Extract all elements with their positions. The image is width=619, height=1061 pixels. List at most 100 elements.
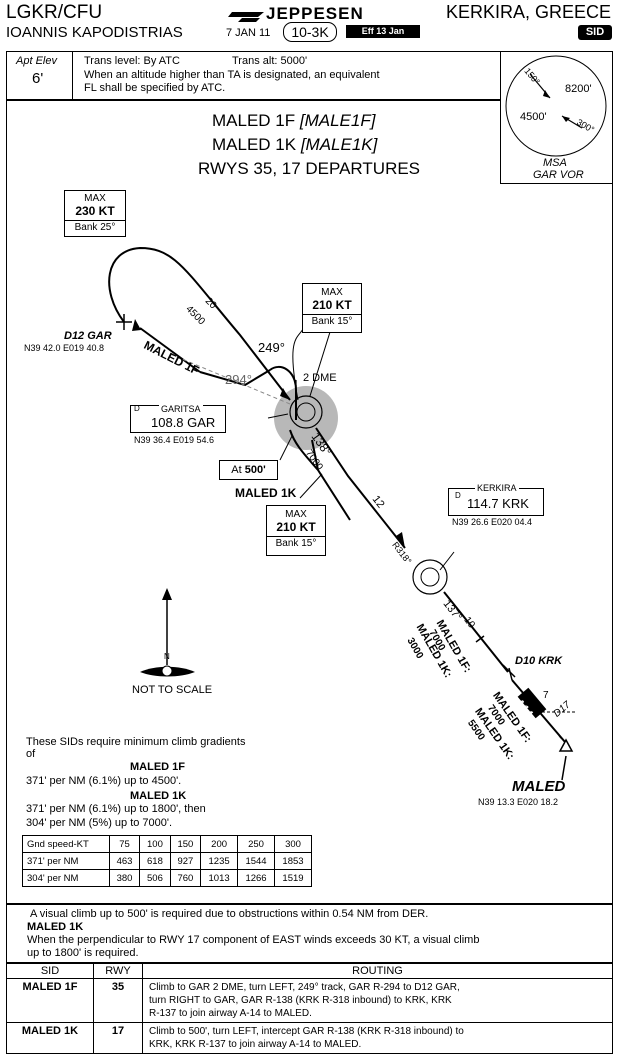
airport-name: IOANNIS KAPODISTRIAS xyxy=(6,24,183,41)
maled-fix-label: MALED xyxy=(512,778,566,795)
max-230-speed: 230 KT xyxy=(75,204,115,218)
jeppesen-logo-swoosh xyxy=(228,12,264,22)
title-2-name: MALED 1K xyxy=(212,135,297,154)
garitsa-freq: 108.8 GAR xyxy=(151,415,216,430)
routing-row: MALED 1F 35 Climb to GAR 2 DME, turn LEF… xyxy=(6,978,613,1023)
routing-text: Climb to GAR 2 DME, turn LEFT, 249° trac… xyxy=(142,978,613,1023)
routing-header-sid: SID xyxy=(6,963,94,979)
table-cell: 760 xyxy=(169,869,202,887)
table-cell: 100 xyxy=(139,835,171,853)
climb-f-line: 371' per NM (6.1%) up to 4500'. xyxy=(26,775,182,787)
routing-sid: MALED 1F xyxy=(6,978,94,1023)
routing-header-row: SID RWY ROUTING xyxy=(6,963,613,979)
procedure-title-1: MALED 1F [MALE1F] xyxy=(212,111,375,131)
table-cell: 250 xyxy=(237,835,275,853)
notes-k-title: MALED 1K xyxy=(27,921,84,933)
trans-note-2: FL shall be specified by ATC. xyxy=(84,82,226,94)
max-210a-bank: Bank 15° xyxy=(303,314,361,327)
d10-krk-label: D10 KRK xyxy=(515,655,563,667)
gar-vor-halo xyxy=(274,386,338,450)
routing-rwy: 35 xyxy=(93,978,143,1023)
kerkira-d-letter: D xyxy=(455,491,461,500)
max-230-label: MAX xyxy=(84,193,106,204)
max-210a-speed: 210 KT xyxy=(312,298,352,312)
max-210b-label: MAX xyxy=(285,509,307,520)
max-210-box-b: MAX 210 KT Bank 15° xyxy=(266,505,326,556)
climb-f-title: MALED 1F xyxy=(130,761,185,773)
kerkira-freq: 114.7 KRK xyxy=(467,496,529,511)
table-cell: 927 xyxy=(169,852,202,870)
routing-line: Climb to 500', turn LEFT, intercept GAR … xyxy=(149,1026,464,1037)
garitsa-name: GARITSA xyxy=(159,404,203,414)
chart-number: 10-3K xyxy=(283,22,337,42)
at-500-value: 500' xyxy=(244,464,266,476)
title-2-code: [MALE1K] xyxy=(300,135,378,154)
trans-note-1: When an altitude higher than TA is desig… xyxy=(84,69,380,81)
routing-line: KRK, KRK R-137 to join airway A-14 to MA… xyxy=(149,1039,362,1050)
at-500-prefix: At xyxy=(231,464,242,476)
title-1-name: MALED 1F xyxy=(212,111,296,130)
table-cell: 1519 xyxy=(274,869,312,887)
climb-k-line-2: 304' per NM (5%) up to 7000'. xyxy=(26,817,173,829)
kerkira-coords: N39 26.6 E020 04.4 xyxy=(452,517,533,527)
routing-table: SID RWY ROUTING MALED 1F 35 Climb to GAR… xyxy=(6,963,613,1054)
radial-249: 249° xyxy=(258,340,285,355)
visual-climb-note: A visual climb up to 500' is required du… xyxy=(30,908,429,920)
route-drawing xyxy=(108,246,575,781)
effective-date: Eff 13 Jan xyxy=(346,25,420,38)
maled-fix-triangle xyxy=(558,738,574,752)
radial-294: 294° xyxy=(225,372,252,387)
table-cell: 304' per NM xyxy=(22,869,110,887)
table-cell: 463 xyxy=(108,852,141,870)
jeppesen-logo: JEPPESEN xyxy=(228,4,398,26)
notes-k-line-1: When the perpendicular to RWY 17 compone… xyxy=(27,934,480,946)
routing-header-rwy: RWY xyxy=(93,963,143,979)
brand-name: JEPPESEN xyxy=(266,4,364,23)
table-cell: 1266 xyxy=(237,869,275,887)
climb-intro-1: These SIDs require minimum climb gradien… xyxy=(26,736,246,748)
table-row: Gnd speed-KT 75 100 150 200 250 300 xyxy=(22,835,312,853)
routing-rwy: 17 xyxy=(93,1022,143,1054)
not-to-scale: NOT TO SCALE xyxy=(132,684,213,696)
airport-code: LGKR/CFU xyxy=(6,2,103,23)
routing-line: turn RIGHT to GAR, GAR R-138 (KRK R-318 … xyxy=(149,995,452,1006)
max-230-box: MAX 230 KT Bank 25° xyxy=(64,190,126,237)
apt-elev-value: 6' xyxy=(32,70,44,87)
routing-row: MALED 1K 17 Climb to 500', turn LEFT, in… xyxy=(6,1022,613,1054)
table-cell: 1235 xyxy=(200,852,239,870)
routing-text: Climb to 500', turn LEFT, intercept GAR … xyxy=(142,1022,613,1054)
msa-circle xyxy=(505,55,607,157)
routing-line: Climb to GAR 2 DME, turn LEFT, 249° trac… xyxy=(149,982,460,993)
table-cell: 75 xyxy=(108,835,141,853)
maled1k-route-label: MALED 1K xyxy=(235,486,297,500)
chart-type-badge: SID xyxy=(578,25,612,40)
trans-alt: Trans alt: 5000' xyxy=(232,55,308,67)
location: KERKIRA, GREECE xyxy=(445,2,611,22)
krk-vor-symbol xyxy=(412,559,448,595)
msa-sector-right: 8200' xyxy=(565,83,592,95)
d12-gar-label: D12 GAR xyxy=(64,330,112,342)
msa-sector-left: 4500' xyxy=(520,111,547,123)
table-cell: 300 xyxy=(274,835,312,853)
at-500-box: At 500' xyxy=(219,460,278,480)
table-cell: 506 xyxy=(139,869,171,887)
max-230-bank: Bank 25° xyxy=(65,220,125,233)
table-cell: 200 xyxy=(200,835,239,853)
garitsa-navaid-box: D GARITSA 108.8 GAR xyxy=(130,404,226,433)
routing-line: R-137 to join airway A-14 to MALED. xyxy=(149,1008,312,1019)
maled-fix-coords: N39 13.3 E020 18.2 xyxy=(478,797,559,807)
plan-view xyxy=(6,100,613,904)
notes-k-line-2: up to 1800' is required. xyxy=(27,947,139,959)
table-cell: Gnd speed-KT xyxy=(22,835,110,853)
table-row: 304' per NM 380 506 760 1013 1266 1519 xyxy=(22,869,312,887)
routing-header-routing: ROUTING xyxy=(142,963,613,979)
max-210a-label: MAX xyxy=(321,287,343,298)
table-cell: 618 xyxy=(139,852,171,870)
garitsa-d-letter: D xyxy=(134,404,140,413)
table-cell: 150 xyxy=(169,835,202,853)
climb-k-title: MALED 1K xyxy=(130,790,187,802)
kerkira-navaid-box: D KERKIRA 114.7 KRK xyxy=(448,483,544,516)
trans-level: Trans level: By ATC xyxy=(84,55,180,67)
climb-k-line-1: 371' per NM (6.1%) up to 1800', then xyxy=(26,803,206,815)
max-210-box-a: MAX 210 KT Bank 15° xyxy=(302,283,362,333)
